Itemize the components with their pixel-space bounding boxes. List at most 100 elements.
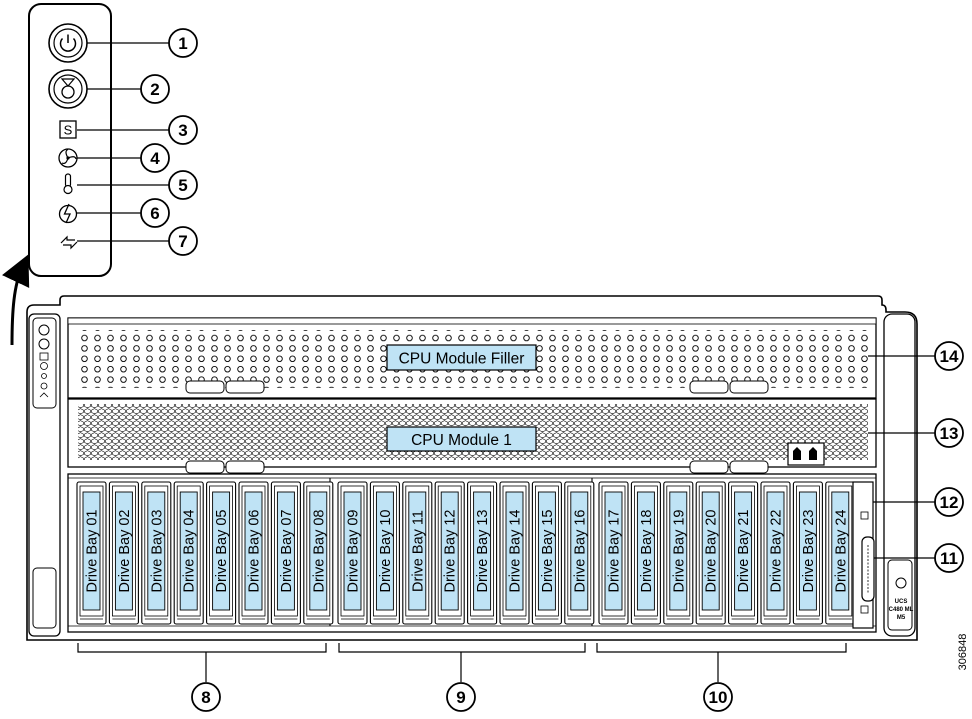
callout-number: 7 (178, 232, 187, 251)
drive-bay-label: Drive Bay 11 (410, 510, 426, 592)
drive-bay[interactable]: Drive Bay 12 (434, 481, 465, 625)
drive-bay[interactable]: Drive Bay 22 (760, 481, 791, 625)
drive-bay[interactable]: Drive Bay 15 (531, 481, 562, 625)
drive-bay-label-box (309, 491, 328, 611)
drive-bay-label: Drive Bay 20 (704, 509, 720, 592)
temperature-status-icon (63, 173, 73, 195)
drive-bay-label: Drive Bay 09 (346, 509, 362, 592)
callout-number: 11 (940, 549, 958, 568)
drive-bay[interactable]: Drive Bay 08 (303, 481, 334, 625)
badge-line-1: UCS (895, 599, 908, 605)
panel-callout-2: 2 (140, 74, 170, 104)
cpu-module-filler-label: CPU Module Filler (399, 351, 525, 368)
drive-bay-label-box (570, 491, 589, 611)
drive-bay-label-box (701, 491, 720, 611)
drive-bay-label-box (375, 491, 394, 611)
drive-bay[interactable]: Drive Bay 23 (792, 481, 823, 625)
chassis-callout-12: 12 (934, 487, 964, 517)
drive-bay-label: Drive Bay 06 (247, 509, 263, 592)
drive-bay-label: Drive Bay 21 (736, 509, 752, 592)
drive-bay-label-box (473, 491, 492, 611)
drive-bay[interactable]: Drive Bay 19 (663, 481, 694, 625)
badge-line-2: C480 ML (889, 607, 914, 613)
drive-bay-label-box (505, 491, 524, 611)
drive-bay-label-box (343, 491, 362, 611)
chassis-callout-14: 14 (934, 341, 964, 371)
drive-bay-label: Drive Bay 23 (801, 509, 817, 592)
drive-bay-label-box (636, 491, 655, 611)
drive-bay[interactable]: Drive Bay 16 (564, 481, 595, 625)
drive-bay[interactable]: Drive Bay 20 (695, 481, 726, 625)
drive-bay[interactable]: Drive Bay 18 (630, 481, 661, 625)
drive-bay[interactable]: Drive Bay 24 (825, 481, 856, 625)
drive-bay-label: Drive Bay 12 (443, 509, 459, 592)
figure-id: 306848 (957, 634, 969, 671)
drive-bay[interactable]: Drive Bay 14 (499, 481, 530, 625)
drive-bay-label-box (831, 491, 850, 611)
drive-bay[interactable]: Drive Bay 03 (141, 481, 172, 625)
drive-bay[interactable]: Drive Bay 11 (402, 481, 433, 625)
chassis-leader-lines (868, 355, 935, 559)
drive-bay-label-box (440, 491, 459, 611)
cpu-module-1-label: CPU Module 1 (411, 432, 512, 449)
callout-number: 3 (178, 121, 187, 140)
drive-bay[interactable]: Drive Bay 09 (337, 481, 368, 625)
callout-number: 4 (150, 149, 160, 168)
drive-bay-label: Drive Bay 24 (833, 509, 849, 592)
drive-bay-label-box (147, 491, 166, 611)
panel-callout-5: 5 (168, 170, 198, 200)
drive-bay[interactable]: Drive Bay 13 (467, 481, 498, 625)
panel-callout-3: 3 (168, 115, 198, 145)
drive-bay-label-box (604, 491, 623, 611)
drive-bay-label-box (408, 491, 427, 611)
drive-bay-label-box (276, 491, 295, 611)
network-link-icon (60, 235, 78, 250)
chassis-callout-11: 11 (934, 543, 964, 573)
drive-bay-label: Drive Bay 01 (85, 509, 101, 592)
drive-bay-label: Drive Bay 19 (671, 509, 687, 592)
drive-bay[interactable]: Drive Bay 10 (369, 481, 400, 625)
panel-callout-4: 4 (140, 143, 170, 173)
server-chassis: CPU Module Filler CPU Module 1 Drive Bay… (26, 295, 918, 641)
panel-callout-1: 1 (168, 28, 198, 58)
drive-bay-label: Drive Bay 02 (117, 509, 133, 592)
drive-bay-label-box (798, 491, 817, 611)
callout-number: 2 (150, 80, 159, 99)
drive-bay[interactable]: Drive Bay 17 (598, 481, 629, 625)
group-brackets (77, 643, 847, 682)
drive-bay-label-box (669, 491, 688, 611)
badge-line-3: M5 (897, 615, 906, 621)
group-callout-8: 8 (191, 682, 221, 712)
power-button-icon (48, 23, 88, 63)
chassis-callout-13: 13 (934, 418, 964, 448)
drive-bay[interactable]: Drive Bay 07 (270, 481, 301, 625)
drive-bay[interactable]: Drive Bay 21 (728, 481, 759, 625)
callout-number: 8 (201, 688, 210, 707)
drive-bay[interactable]: Drive Bay 06 (238, 481, 269, 625)
drive-bay-label-box (244, 491, 263, 611)
cpu-module-1: CPU Module 1 (67, 398, 877, 474)
cpu-module-filler: CPU Module Filler (67, 317, 877, 399)
drive-bay-label: Drive Bay 08 (311, 509, 327, 592)
drive-bay[interactable]: Drive Bay 02 (108, 481, 139, 625)
drive-bay[interactable]: Drive Bay 04 (173, 481, 204, 625)
drive-bay-label: Drive Bay 18 (639, 509, 655, 592)
drive-bay-label-box (114, 491, 133, 611)
group-callout-9: 9 (446, 682, 476, 712)
callout-number: 1 (178, 34, 187, 53)
drive-bay[interactable]: Drive Bay 01 (76, 481, 107, 625)
drive-bay-label-box (537, 491, 556, 611)
callout-number: 12 (940, 493, 959, 512)
drive-bay-label: Drive Bay 15 (540, 509, 556, 592)
drive-bay-label: Drive Bay 22 (769, 509, 785, 592)
fan-status-icon (58, 148, 78, 168)
drive-bay-label: Drive Bay 17 (607, 509, 623, 592)
callout-number: 13 (940, 424, 959, 443)
callout-number: 9 (456, 688, 465, 707)
drive-bay-label: Drive Bay 14 (508, 509, 524, 592)
drive-bay[interactable]: Drive Bay 05 (206, 481, 237, 625)
callout-number: 10 (709, 688, 728, 707)
zoom-arrow (2, 254, 30, 346)
